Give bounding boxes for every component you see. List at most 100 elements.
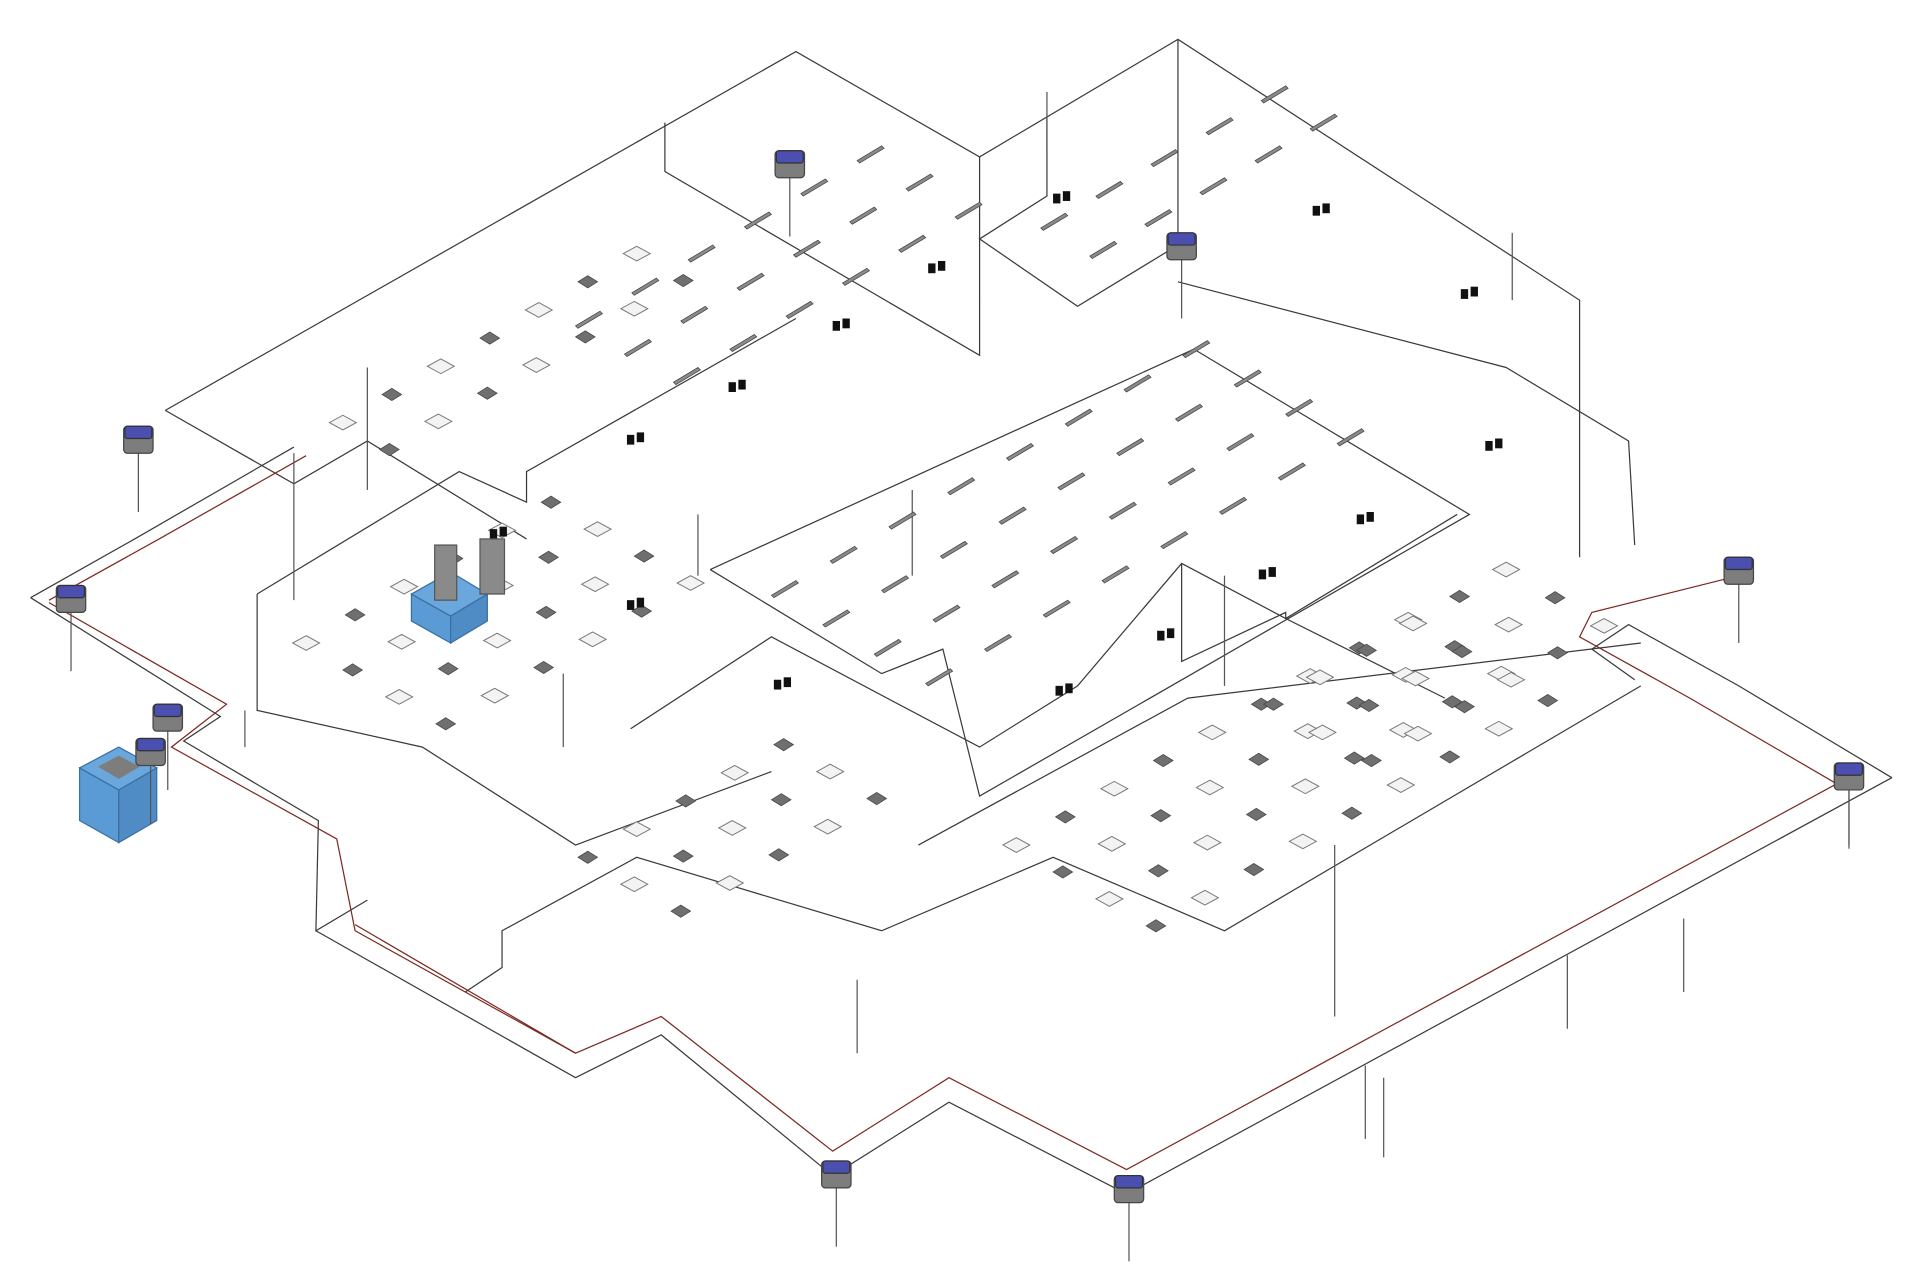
speaker-icon: [626, 434, 635, 445]
linear-light-fixture: [1199, 177, 1228, 196]
linear-light-fixture: [829, 545, 858, 564]
speaker-icon: [1268, 567, 1276, 577]
linear-light-fixture: [574, 310, 604, 329]
linear-light-fixture: [672, 367, 702, 386]
diffuser-grille: [1248, 752, 1270, 766]
left-floor-edge-inner: [48, 455, 307, 601]
speaker-icon: [928, 263, 936, 274]
linear-light-fixture: [1309, 113, 1338, 132]
diffuser-grille: [1360, 754, 1382, 768]
speaker-icon: [1366, 511, 1374, 522]
diffuser-grille: [1343, 751, 1365, 765]
device-top: [1834, 762, 1864, 776]
speaker-icon: [1065, 683, 1073, 694]
ceiling-light-panel: [619, 876, 649, 893]
linear-light-fixture: [1050, 536, 1079, 555]
fixtures: [291, 85, 1619, 933]
ceiling-light-panel: [328, 414, 358, 431]
speaker-icon: [1055, 685, 1063, 696]
device-top: [1114, 1175, 1144, 1189]
diffuser-grille: [533, 660, 555, 675]
ceiling-light-panel: [1097, 835, 1127, 852]
ceiling-light-panel: [1001, 837, 1031, 853]
linear-light-fixture: [631, 277, 660, 296]
left-room-outline: [256, 317, 797, 595]
ceiling-light-panel: [1288, 833, 1318, 850]
upper-room-wall: [664, 122, 981, 357]
linear-light-fixture: [983, 633, 1013, 653]
linear-light-fixture: [1057, 472, 1086, 491]
ceiling-light-panel: [813, 818, 843, 835]
device-top: [775, 150, 804, 164]
linear-light-fixture: [1116, 438, 1145, 457]
ceiling-light-panel: [1484, 720, 1514, 737]
linear-light-fixture: [998, 506, 1027, 525]
linear-light-fixture: [849, 206, 878, 225]
right-room-partition: [1181, 563, 1446, 699]
speaker-icon: [1470, 286, 1478, 297]
linear-light-fixture: [822, 609, 851, 628]
ceiling-light-panel: [1305, 669, 1335, 686]
diffuser-grille: [633, 549, 655, 563]
linear-light-fixture: [1040, 212, 1069, 231]
linear-light-fixture: [954, 201, 983, 220]
ceiling-light-panel: [1307, 724, 1337, 741]
wall-devices: [55, 150, 1865, 1262]
linear-light-fixture: [898, 234, 927, 253]
linear-light-fixture: [1095, 180, 1124, 199]
bottom-room-outline: [464, 685, 1642, 993]
linear-light-fixture: [1101, 565, 1130, 584]
left-back-wall: [165, 409, 527, 540]
speaker-icon: [842, 318, 850, 329]
speaker-icon: [1258, 569, 1267, 580]
machine-column-2: [479, 538, 506, 595]
ceiling-light-panel: [619, 300, 649, 317]
diffuser-grille: [1547, 646, 1569, 660]
ceiling-light-panel: [580, 576, 610, 593]
speaker-icon: [489, 529, 498, 539]
ceiling-light-panel: [1192, 834, 1222, 851]
diffuser-grille: [1358, 698, 1380, 713]
speaker-icon: [1157, 630, 1165, 641]
ceiling-light-panel: [1190, 889, 1220, 906]
ceiling-light-panel: [1589, 617, 1619, 634]
linear-light-fixture: [1167, 467, 1196, 486]
ceiling-light-panel: [521, 357, 551, 373]
left-floor-edge-outer: [30, 446, 295, 599]
speaker-icon: [636, 432, 645, 443]
ceiling-light-panel: [815, 763, 845, 780]
speaker-icon: [1166, 628, 1175, 639]
diffuser-grille: [672, 274, 694, 288]
device-top: [56, 584, 86, 599]
ceiling-light-panel: [1491, 561, 1521, 578]
diffuser-grille: [866, 791, 888, 806]
linear-light-fixture: [1064, 408, 1093, 427]
ceiling-light-panel: [1386, 777, 1416, 793]
ceiling-light-panel: [676, 575, 706, 591]
upper-right-room-wall: [978, 39, 1179, 308]
linear-light-fixture: [1205, 117, 1234, 136]
linear-light-fixture: [736, 272, 765, 291]
speaker-icon: [728, 382, 736, 392]
diffuser-grille: [773, 738, 795, 752]
ceiling-light-panel: [291, 635, 321, 651]
diffuser-grille: [1245, 807, 1267, 821]
ceiling-light-panel: [1197, 724, 1227, 741]
linear-light-fixture: [888, 511, 917, 530]
ceiling-light-panel: [583, 521, 613, 538]
ceiling-light-panel: [1403, 725, 1433, 742]
ceiling-light-panel: [1099, 780, 1129, 797]
speaker-icon: [738, 379, 746, 390]
linear-light-fixture: [687, 244, 716, 263]
ceiling-light-panel: [715, 875, 745, 891]
ceiling-light-panel: [717, 820, 747, 836]
linear-light-fixture: [856, 145, 885, 164]
device-top: [153, 703, 182, 718]
linear-light-fixture: [932, 604, 961, 623]
ceiling-light-panel: [622, 245, 652, 262]
diffuser-grille: [1544, 591, 1566, 605]
linear-light-fixture: [1144, 209, 1173, 228]
ceiling-light-panel: [1398, 615, 1428, 632]
ceiling-light-panel: [384, 688, 414, 705]
